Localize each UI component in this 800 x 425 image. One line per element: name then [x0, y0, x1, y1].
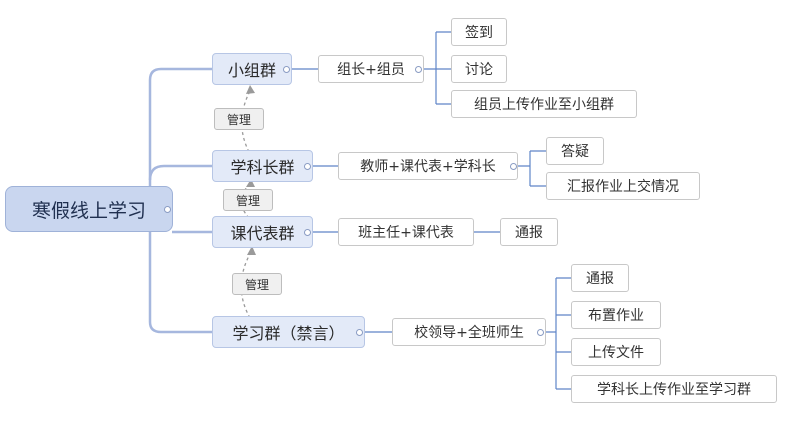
arrowhead-3 [247, 246, 256, 255]
manage-tag-3: 管理 [232, 273, 282, 295]
node-xiaozu-members-label: 组长+组员 [337, 62, 405, 78]
root-node[interactable]: 寒假线上学习 [5, 186, 173, 232]
collapse-knob-xiaozu[interactable] [283, 66, 290, 73]
fan-xiaozu [424, 31, 451, 105]
node-xiaozu-label: 小组群 [227, 61, 276, 80]
node-xiaozu-members[interactable]: 组长+组员 [318, 55, 424, 83]
node-xuexi-label: 学习群（禁言） [232, 324, 345, 343]
collapse-knob-xueke[interactable] [304, 163, 311, 170]
fan-xuexi [546, 277, 571, 390]
collapse-knob-xuexi-members[interactable] [537, 329, 544, 336]
node-kedaibiao-label: 课代表群 [230, 224, 295, 243]
collapse-knob-xuexi[interactable] [356, 329, 363, 336]
collapse-knob-xueke-members[interactable] [510, 163, 517, 170]
manage-arrow-xuexi-to-kedaibiao [240, 251, 252, 319]
leaf-kedaibiao-item-0[interactable]: 通报 [500, 218, 558, 246]
manage-tag-1: 管理 [214, 108, 264, 130]
collapse-knob-root[interactable] [164, 206, 171, 213]
branch-root-xiaozu [148, 67, 212, 186]
leaf-xiaozu-item-0[interactable]: 签到 [451, 18, 507, 46]
node-xueke-members[interactable]: 教师+课代表+学科长 [338, 152, 518, 180]
leaf-xuexi-item-2[interactable]: 上传文件 [571, 338, 661, 366]
node-xiaozu-group[interactable]: 小组群 [212, 53, 292, 85]
node-xueke-label: 学科长群 [230, 158, 295, 177]
branch-root-xueke [148, 164, 212, 181]
leaf-xueke-item-1[interactable]: 汇报作业上交情况 [546, 172, 700, 200]
node-xueke-members-label: 教师+课代表+学科长 [360, 159, 496, 175]
collapse-knob-kedaibiao[interactable] [304, 229, 311, 236]
collapse-knob-xiaozu-members[interactable] [415, 66, 422, 73]
root-label: 寒假线上学习 [31, 199, 146, 222]
arrowhead-1 [246, 85, 255, 94]
leaf-xueke-item-0[interactable]: 答疑 [546, 137, 604, 165]
leaf-xiaozu-item-1[interactable]: 讨论 [451, 55, 507, 83]
node-xuexi-group[interactable]: 学习群（禁言） [212, 316, 365, 348]
node-kedaibiao-members-label: 班主任+课代表 [358, 225, 454, 241]
leaf-xuexi-item-1[interactable]: 布置作业 [571, 301, 661, 329]
node-xuexi-members-label: 校领导+全班师生 [414, 325, 524, 341]
leaf-xuexi-item-0[interactable]: 通报 [571, 264, 629, 292]
node-kedaibiao-members[interactable]: 班主任+课代表 [338, 218, 474, 246]
leaf-xiaozu-item-2[interactable]: 组员上传作业至小组群 [451, 90, 637, 118]
manage-tag-2: 管理 [223, 189, 273, 211]
node-kedaibiao-group[interactable]: 课代表群 [212, 216, 313, 248]
node-xueke-group[interactable]: 学科长群 [212, 150, 313, 182]
node-xuexi-members[interactable]: 校领导+全班师生 [392, 318, 546, 346]
branch-root-xuexi [148, 232, 212, 334]
fan-xueke [518, 150, 546, 187]
arrowhead-2 [246, 179, 255, 187]
leaf-xuexi-item-3[interactable]: 学科长上传作业至学习群 [571, 375, 777, 403]
